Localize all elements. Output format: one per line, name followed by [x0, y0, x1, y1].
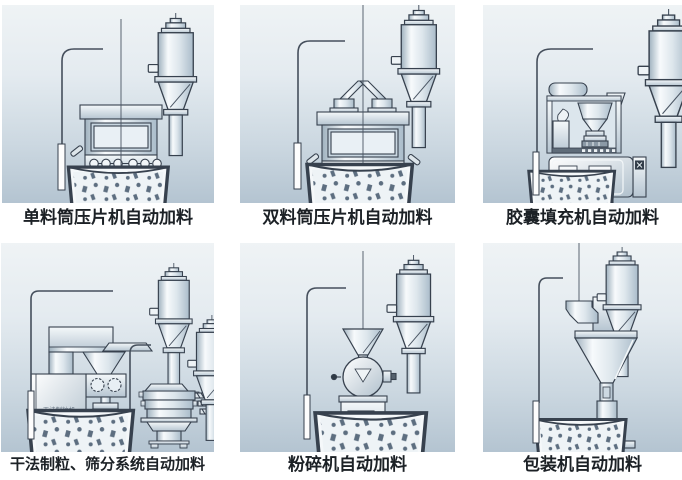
suction-hose	[30, 290, 113, 393]
suction-hose	[297, 40, 345, 145]
suction-hose	[61, 48, 103, 146]
caption-crusher: 粉碎机自动加料	[288, 455, 407, 474]
diagram-capsule-filler	[483, 5, 682, 203]
diagram-crusher	[240, 243, 455, 452]
caption-capsule-filler: 胶囊填充机自动加料	[506, 208, 659, 227]
suction-hose	[538, 277, 563, 403]
feeder-skirt	[143, 383, 190, 392]
powder-bucket	[314, 412, 427, 452]
powder-bucket	[67, 166, 169, 203]
suction-lance	[27, 390, 35, 440]
suction-lance	[57, 143, 66, 191]
suction-lance	[303, 394, 311, 440]
diagram-double-tablet-press	[240, 5, 455, 203]
powder-bucket	[528, 170, 616, 203]
vacuum-feeder	[149, 262, 193, 389]
vacuum-feeder	[637, 8, 682, 168]
caption-single-tablet-press: 单料筒压片机自动加料	[23, 208, 193, 227]
caption-double-tablet-press: 双料筒压片机自动加料	[262, 208, 433, 227]
caption-packing-machine: 包装机自动加料	[523, 455, 642, 474]
diagram-dry-granulation-sieving: 干法制粒机	[1, 243, 214, 452]
powder-bucket	[306, 163, 413, 203]
diagram-packing-machine	[483, 243, 682, 452]
powder-bucket	[534, 419, 627, 452]
suction-lance	[532, 400, 540, 444]
suction-hose	[536, 48, 593, 155]
powder-bucket	[27, 410, 134, 452]
vacuum-feeder	[386, 254, 435, 394]
caption-dry-granulation-sieving: 干法制粒、筛分系统自动加料	[9, 456, 205, 473]
diagram-single-tablet-press	[2, 5, 214, 203]
suction-lance	[293, 142, 302, 190]
suction-lance	[532, 151, 540, 196]
machine-name-label: 干法制粒机	[43, 405, 76, 414]
suction-hose	[306, 287, 346, 397]
